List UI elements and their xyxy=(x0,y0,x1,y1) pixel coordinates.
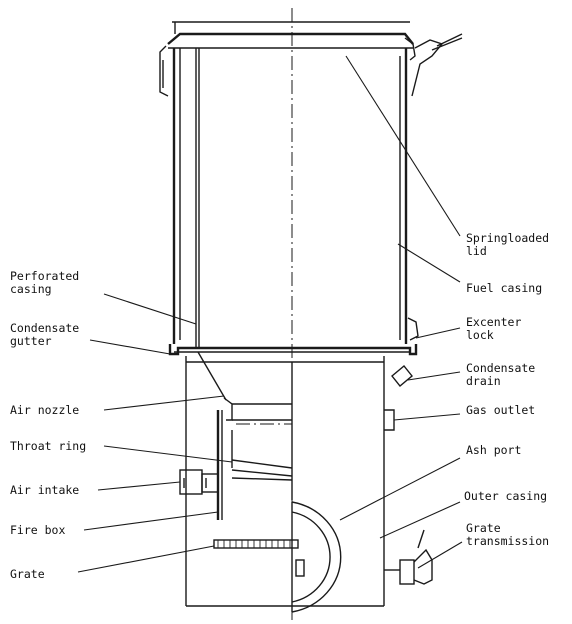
label-line: gutter xyxy=(10,334,52,348)
label-ash-port: Ash port xyxy=(466,443,521,457)
label-line: Excenter xyxy=(466,315,521,329)
label-line: Gas outlet xyxy=(466,403,535,417)
label-line: Grate xyxy=(466,521,501,535)
grate-transmission-part xyxy=(384,529,433,585)
label-line: Perforated xyxy=(10,269,79,283)
label-line: Fire box xyxy=(10,523,65,537)
label-line: lid xyxy=(466,244,487,258)
fuel-casing-body xyxy=(168,48,419,356)
label-line: Ash port xyxy=(466,443,521,457)
label-air-intake: Air intake xyxy=(10,483,79,497)
firebox-assembly xyxy=(179,351,299,549)
label-line: Condensate xyxy=(466,361,535,375)
label-line: Springloaded xyxy=(466,231,549,245)
leader-lines xyxy=(77,55,463,573)
label-outer-casing: Outer casing xyxy=(464,489,547,503)
outer-casing-body xyxy=(185,356,413,607)
label-line: lock xyxy=(466,328,494,342)
label-line: Condensate xyxy=(10,321,79,335)
label-line: casing xyxy=(10,282,52,296)
label-air-nozzle: Air nozzle xyxy=(10,403,79,417)
grate-hatch xyxy=(217,540,291,548)
label-line: Outer casing xyxy=(464,489,547,503)
label-line: transmission xyxy=(466,534,549,548)
label-line: drain xyxy=(466,374,501,388)
label-line: Grate xyxy=(10,567,45,581)
label-throat-ring: Throat ring xyxy=(10,439,86,453)
label-line: Fuel casing xyxy=(466,281,542,295)
label-line: Throat ring xyxy=(10,439,86,453)
label-gas-outlet: Gas outlet xyxy=(466,403,535,417)
label-grate: Grate xyxy=(10,567,45,581)
ash-port xyxy=(291,501,342,613)
label-line: Air intake xyxy=(10,483,79,497)
label-fire-box: Fire box xyxy=(10,523,65,537)
label-line: Air nozzle xyxy=(10,403,79,417)
label-fuel-casing: Fuel casing xyxy=(466,281,542,295)
lid-assembly xyxy=(159,21,463,97)
